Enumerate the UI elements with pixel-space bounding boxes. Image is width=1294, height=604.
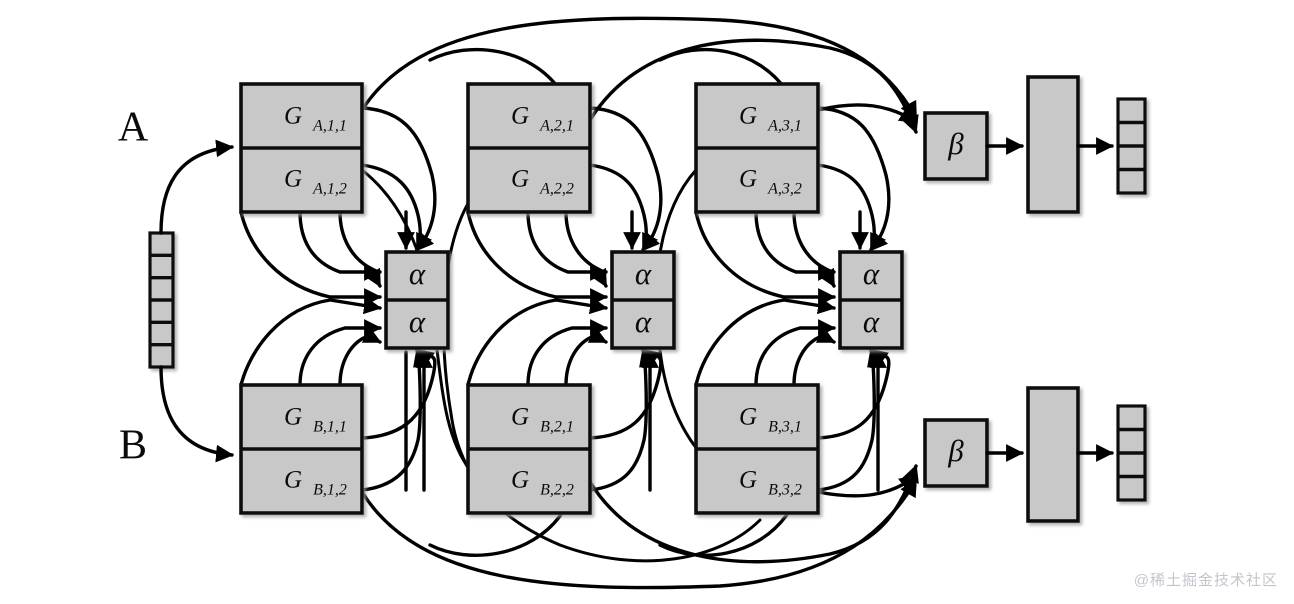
- g-sub-b-1-1: B,1,1: [313, 419, 347, 436]
- alpha-label-2-bottom: α: [635, 304, 652, 339]
- edge-b3-to-beta-bottom: [816, 474, 918, 498]
- beta-label-top: β: [947, 126, 964, 161]
- g-sub-b-1-2: B,1,2: [313, 482, 347, 499]
- edge-b2-to-beta-bottom: [588, 464, 919, 564]
- alpha-label-3-top: α: [863, 256, 880, 291]
- g-box-b-1[interactable]: [239, 383, 364, 515]
- g-sub-a-2-2: A,2,2: [539, 181, 574, 198]
- edge-input-to-b: [159, 365, 234, 463]
- alpha-label-1-top: α: [409, 256, 426, 291]
- g-box-a-1[interactable]: [239, 82, 364, 214]
- g-sub-a-1-1: A,1,1: [312, 118, 347, 135]
- g-label-b-2-1: G: [511, 404, 529, 431]
- alpha-label-3-bottom: α: [863, 304, 880, 339]
- beta-label-bottom: β: [947, 433, 964, 468]
- g-label-b-2-2: G: [511, 467, 529, 494]
- g-box-a-3[interactable]: [694, 82, 820, 214]
- edge-a1-to-beta-top: [360, 16, 918, 120]
- output-vector-bottom: [1116, 404, 1147, 502]
- edge-a2-to-beta-top: [588, 38, 919, 134]
- edge-input-to-a: [159, 139, 234, 235]
- edges-column-1: [239, 106, 437, 492]
- watermark: @稀土掘金技术社区: [1133, 572, 1278, 589]
- g-label-b-3-1: G: [739, 404, 757, 431]
- alpha-label-1-bottom: α: [409, 304, 426, 339]
- input-label-b: B: [119, 423, 147, 469]
- g-label-b-1-1: G: [284, 404, 302, 431]
- g-sub-b-3-2: B,3,2: [768, 482, 802, 499]
- g-box-a-2[interactable]: [466, 82, 592, 214]
- beta-box-bottom[interactable]: [923, 418, 989, 488]
- alpha-box-1[interactable]: [384, 250, 450, 350]
- input-label-a: A: [118, 105, 149, 151]
- alpha-box-3[interactable]: [838, 250, 904, 350]
- g-label-b-1-2: G: [284, 467, 302, 494]
- output-block-top[interactable]: [1026, 75, 1080, 214]
- g-label-a-3-1: G: [739, 103, 757, 130]
- g-label-b-3-2: G: [739, 467, 757, 494]
- g-box-b-2[interactable]: [466, 383, 592, 515]
- g-label-a-1-2: G: [284, 166, 302, 193]
- g-label-a-2-1: G: [511, 103, 529, 130]
- g-label-a-2-2: G: [511, 166, 529, 193]
- g-sub-a-2-1: A,2,1: [539, 118, 574, 135]
- edges-column-3: [694, 106, 891, 492]
- alpha-label-2-top: α: [635, 256, 652, 291]
- input-vector: [148, 231, 175, 369]
- output-vector-top: [1116, 97, 1147, 195]
- g-sub-b-2-2: B,2,2: [540, 482, 574, 499]
- g-box-b-3[interactable]: [694, 383, 820, 515]
- output-block-bottom[interactable]: [1026, 386, 1080, 523]
- g-sub-b-2-1: B,2,1: [540, 419, 574, 436]
- g-label-a-3-2: G: [739, 166, 757, 193]
- edge-b1-to-beta-bottom: [360, 478, 918, 590]
- edge-a3-to-beta-top: [816, 103, 918, 124]
- g-sub-a-1-2: A,1,2: [312, 181, 347, 198]
- alpha-box-2[interactable]: [610, 250, 676, 350]
- g-sub-a-3-1: A,3,1: [767, 118, 802, 135]
- g-label-a-1-1: G: [284, 103, 302, 130]
- g-sub-a-3-2: A,3,2: [767, 181, 802, 198]
- g-sub-b-3-1: B,3,1: [768, 419, 802, 436]
